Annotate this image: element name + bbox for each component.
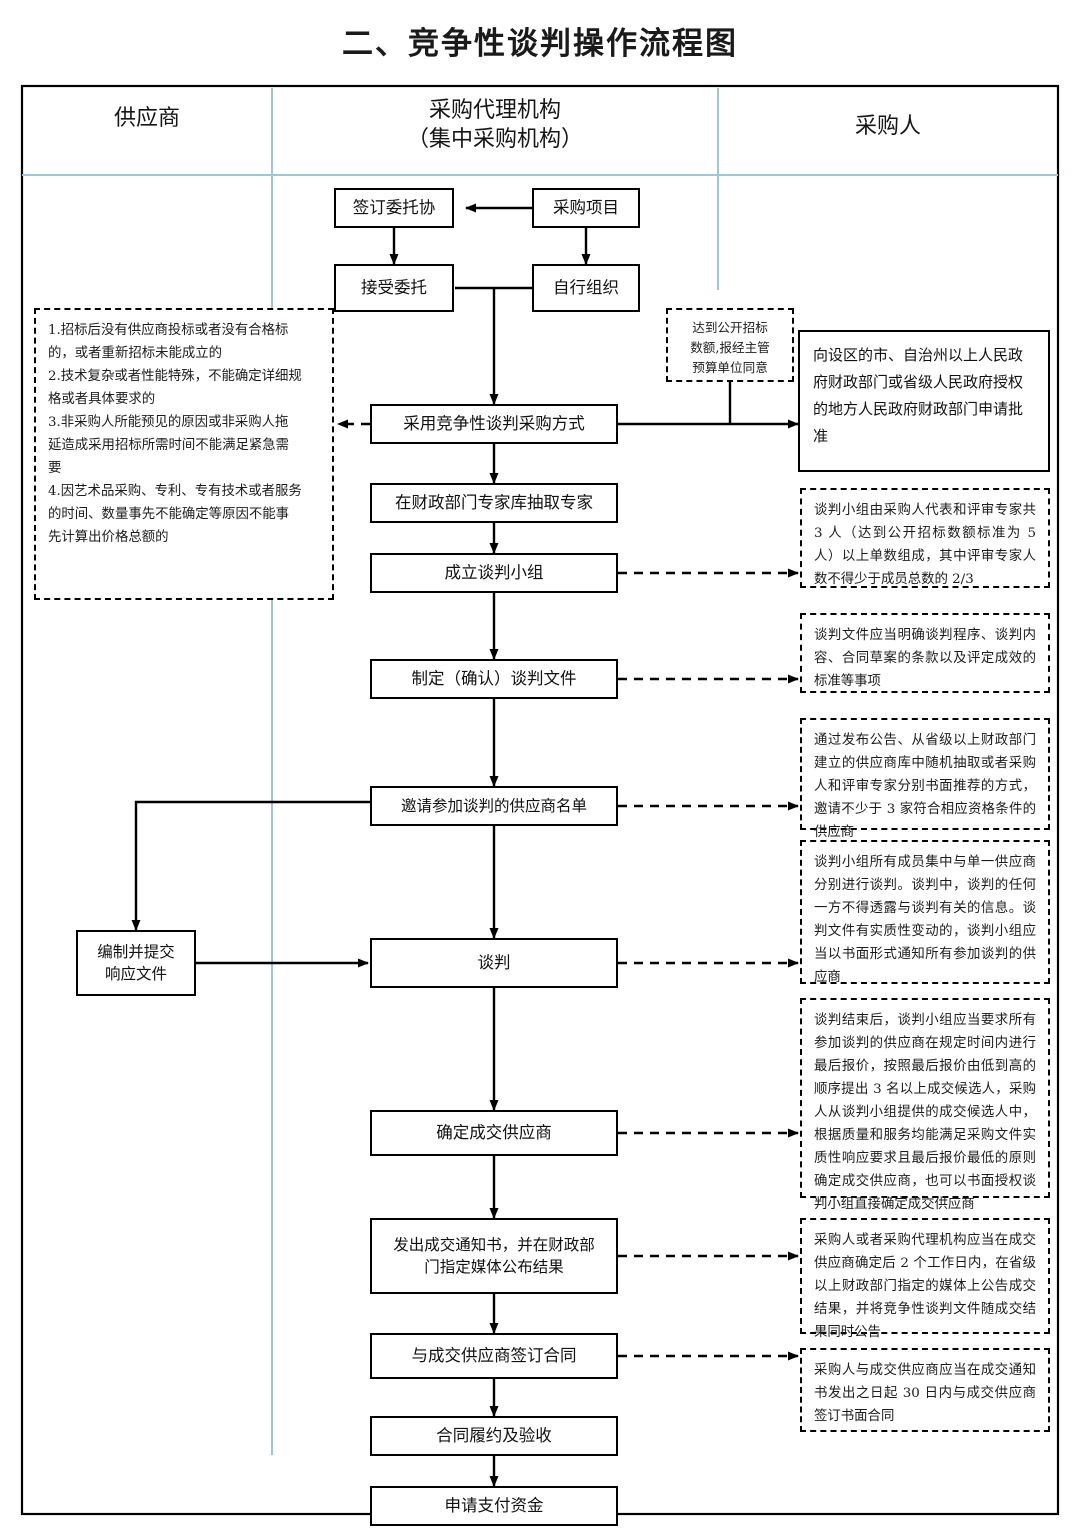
note-negotiation-rule: 谈判小组所有成员集中与单一供应商分别进行谈判。谈判中，谈判的任何一方不得透露与谈…	[800, 840, 1050, 986]
node-perform-accept-label: 合同履约及验收	[436, 1426, 552, 1446]
note-contract-rule-text: 采购人与成交供应商应当在成交通知书发出之日起 30 日内与成交供应商签订书面合同	[814, 1363, 1036, 1425]
node-perform-accept[interactable]: 合同履约及验收	[370, 1416, 618, 1456]
node-negotiation-label: 谈判	[477, 953, 511, 973]
node-determine-winner-label: 确定成交供应商	[436, 1123, 552, 1143]
node-sign-contract-label: 与成交供应商签订合同	[411, 1346, 577, 1366]
node-draw-experts-label: 在财政部门专家库抽取专家	[395, 493, 593, 513]
note-conditions-line1: 1.招标后没有供应商投标或者没有合格标	[48, 323, 289, 338]
node-self-organize-label: 自行组织	[553, 278, 619, 298]
note-negotiation-rule-text: 谈判小组所有成员集中与单一供应商分别进行谈判。谈判中，谈判的任何一方不得透露与谈…	[814, 855, 1036, 986]
note-conditions-line7: 要	[48, 461, 62, 477]
note-conditions-line10: 先计算出价格总额的	[48, 530, 169, 546]
note-conditions-line9: 的时间、数量事先不能确定等原因不能事	[48, 507, 290, 523]
note-group-composition-text: 谈判小组由采购人代表和评审专家共 3 人（达到公开招标数额标准为 5 人）以上单…	[814, 503, 1036, 588]
note-conditions-line5: 3.非采购人所能预见的原因或非采购人拖	[48, 415, 289, 431]
note-threshold-line1: 达到公开招标	[692, 320, 768, 335]
column-header-supplier-label: 供应商	[113, 106, 180, 131]
note-group-composition: 谈判小组由采购人代表和评审专家共 3 人（达到公开招标数额标准为 5 人）以上单…	[800, 488, 1050, 588]
note-approval: 向设区的市、自治州以上人民政府财政部门或省级人民政府授权的地方人民政府财政部门申…	[798, 330, 1050, 472]
node-issue-notice-line2: 门指定媒体公布结果	[424, 1258, 564, 1276]
note-conditions-line2: 的，或者重新招标未能成立的	[48, 346, 223, 362]
column-header-agency: 采购代理机构 （集中采购机构）	[272, 96, 718, 154]
node-apply-payment-label: 申请支付资金	[444, 1496, 544, 1516]
note-conditions-line6: 延造成采用招标所需时间不能满足紧急需	[48, 438, 290, 454]
node-purchase-project[interactable]: 采购项目	[532, 188, 640, 228]
node-form-group-label: 成立谈判小组	[444, 563, 544, 583]
note-invite-requirement: 通过发布公告、从省级以上财政部门建立的供应商库中随机抽取或者采购人和评审专家分别…	[800, 718, 1050, 840]
note-final-quote-rule-text: 谈判结束后，谈判小组应当要求所有参加谈判的供应商在规定时间内进行最后报价，按照最…	[814, 1013, 1036, 1213]
note-approval-text: 向设区的市、自治州以上人民政府财政部门或省级人民政府授权的地方人民政府财政部门申…	[813, 346, 1024, 445]
node-draw-experts[interactable]: 在财政部门专家库抽取专家	[370, 483, 618, 523]
node-purchase-project-label: 采购项目	[553, 198, 619, 218]
note-invite-requirement-text: 通过发布公告、从省级以上财政部门建立的供应商库中随机抽取或者采购人和评审专家分别…	[814, 733, 1036, 841]
node-sign-contract[interactable]: 与成交供应商签订合同	[370, 1333, 618, 1379]
node-apply-payment[interactable]: 申请支付资金	[370, 1486, 618, 1526]
note-conditions-line4: 格或者具体要求的	[48, 392, 156, 408]
node-prepare-response-line2: 响应文件	[104, 965, 167, 983]
column-header-agency-line1: 采购代理机构	[428, 98, 561, 123]
note-docs-requirement-text: 谈判文件应当明确谈判程序、谈判内容、合同草案的条款以及评定成效的标准等事项	[814, 628, 1036, 690]
node-invite-list-label: 邀请参加谈判的供应商名单	[400, 796, 587, 815]
node-form-group[interactable]: 成立谈判小组	[370, 553, 618, 593]
column-header-agency-line2: （集中采购机构）	[406, 127, 583, 153]
column-header-purchaser: 采购人	[718, 112, 1058, 141]
node-sign-entrust[interactable]: 签订委托协	[334, 188, 454, 228]
node-adopt-method-label: 采用竞争性谈判采购方式	[403, 414, 585, 434]
note-conditions-line8: 4.因艺术品采购、专利、专有技术或者服务	[48, 484, 302, 500]
node-negotiation[interactable]: 谈判	[370, 938, 618, 988]
node-accept-entrust[interactable]: 接受委托	[334, 264, 454, 312]
node-issue-notice[interactable]: 发出成交通知书，并在财政部 门指定媒体公布结果	[370, 1218, 618, 1294]
node-self-organize[interactable]: 自行组织	[532, 264, 640, 312]
note-docs-requirement: 谈判文件应当明确谈判程序、谈判内容、合同草案的条款以及评定成效的标准等事项	[800, 613, 1050, 693]
note-announce-rule-text: 采购人或者采购代理机构应当在成交供应商确定后 2 个工作日内，在省级以上财政部门…	[814, 1233, 1036, 1341]
node-prepare-response-line1: 编制并提交	[97, 942, 175, 961]
note-contract-rule: 采购人与成交供应商应当在成交通知书发出之日起 30 日内与成交供应商签订书面合同	[800, 1348, 1050, 1432]
column-header-purchaser-label: 采购人	[854, 114, 921, 139]
node-determine-winner[interactable]: 确定成交供应商	[370, 1110, 618, 1156]
node-make-docs-label: 制定（确认）谈判文件	[411, 669, 577, 689]
note-announce-rule: 采购人或者采购代理机构应当在成交供应商确定后 2 个工作日内，在省级以上财政部门…	[800, 1218, 1050, 1340]
note-threshold: 达到公开招标 数额,报经主管 预算单位同意	[666, 308, 794, 382]
node-invite-list[interactable]: 邀请参加谈判的供应商名单	[370, 786, 618, 826]
node-adopt-method[interactable]: 采用竞争性谈判采购方式	[370, 404, 618, 444]
column-header-supplier: 供应商	[22, 104, 272, 133]
node-prepare-response[interactable]: 编制并提交 响应文件	[76, 930, 196, 996]
node-issue-notice-line1: 发出成交通知书，并在财政部	[393, 1235, 595, 1254]
edge-invite-to-supplier	[131, 800, 370, 931]
page-title: 二、竞争性谈判操作流程图	[342, 26, 738, 62]
node-accept-entrust-label: 接受委托	[361, 278, 427, 298]
note-threshold-line3: 预算单位同意	[692, 359, 768, 375]
node-make-docs[interactable]: 制定（确认）谈判文件	[370, 659, 618, 699]
note-threshold-line2: 数额,报经主管	[690, 339, 770, 355]
node-sign-entrust-label: 签订委托协	[352, 198, 436, 218]
note-final-quote-rule: 谈判结束后，谈判小组应当要求所有参加谈判的供应商在规定时间内进行最后报价，按照最…	[800, 998, 1050, 1212]
note-conditions-line3: 2.技术复杂或者性能特殊，不能确定详细规	[48, 369, 302, 385]
note-conditions: 1.招标后没有供应商投标或者没有合格标 的，或者重新招标未能成立的 2.技术复杂…	[34, 308, 334, 600]
